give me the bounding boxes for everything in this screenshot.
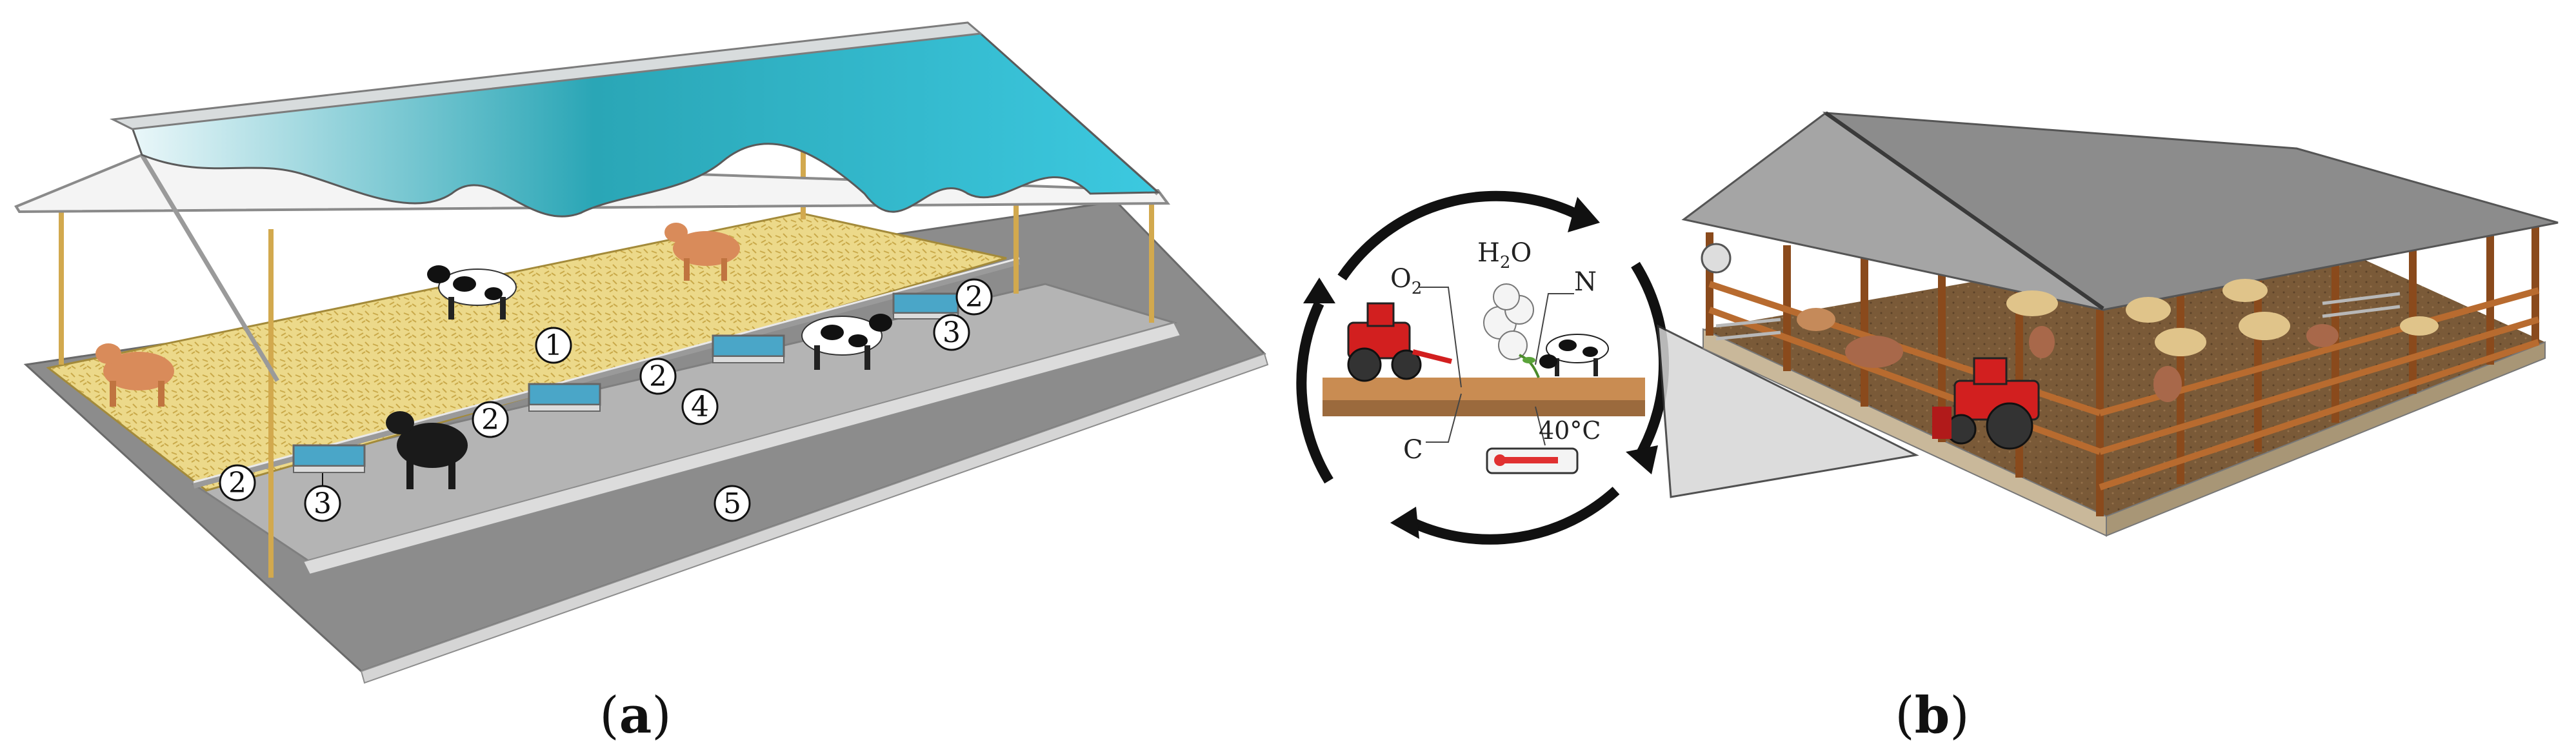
svg-text:2: 2 — [228, 467, 246, 500]
fan-icon — [1701, 243, 1732, 274]
barn-tractor-icon — [1932, 357, 2040, 450]
cycle-arrowhead — [1626, 445, 1658, 474]
cycle-arrow — [1296, 301, 1333, 484]
svg-text:2: 2 — [965, 281, 983, 314]
label-nitrogen: N — [1574, 267, 1597, 297]
cattle-group — [1797, 279, 2439, 402]
roof-brace — [139, 154, 280, 382]
panel-b-barn — [1681, 111, 2559, 537]
plant-icon — [1519, 354, 1540, 378]
svg-text:(b): (b) — [1895, 686, 1969, 745]
barn-roof-ridge — [1824, 111, 2104, 310]
marker-1: 1 — [535, 327, 572, 364]
label-oxygen: O2 — [1390, 264, 1422, 298]
feed-trough — [292, 444, 366, 473]
cow-holstein-front — [801, 314, 892, 370]
marker-2: 2 — [219, 464, 256, 502]
zoom-callout — [1657, 324, 1919, 498]
marker-2: 2 — [472, 401, 509, 438]
alley-curb-front — [302, 321, 1182, 576]
leader-c — [1426, 393, 1462, 443]
barn-foundation-side — [2106, 341, 2546, 537]
label-water: H2O — [1477, 238, 1532, 272]
leader-o2 — [1419, 287, 1462, 388]
cow-brown-back — [664, 223, 740, 281]
svg-text:3: 3 — [314, 487, 332, 520]
svg-text:5: 5 — [723, 487, 741, 520]
barn-gates — [1715, 292, 2401, 341]
svg-text:2: 2 — [481, 403, 499, 436]
grazing-cow-icon — [1539, 334, 1609, 376]
caption-a: (a) — [599, 686, 671, 745]
tractor-icon — [1347, 302, 1452, 382]
svg-text:1: 1 — [544, 329, 563, 362]
svg-text:4: 4 — [691, 390, 709, 423]
marker-3: 3 — [933, 314, 970, 351]
bedding-area — [46, 212, 1007, 492]
marker-5: 5 — [714, 485, 751, 522]
thermometer-icon — [1486, 447, 1579, 474]
cow-holstein-back — [427, 265, 517, 319]
roof-sheet — [130, 25, 1161, 218]
panel-a-illustration: 1 2 3 2 4 2 3 2 — [14, 21, 1269, 684]
cow-brown-left — [95, 343, 174, 407]
marker-4: 4 — [681, 388, 719, 425]
roof-ridge-cap — [109, 21, 983, 130]
marker-2: 2 — [639, 358, 677, 395]
cycle-arrowhead — [1568, 197, 1600, 232]
svg-text:3: 3 — [943, 316, 961, 349]
svg-text:2: 2 — [649, 360, 667, 393]
feed-trough — [712, 334, 785, 363]
feed-trough — [528, 383, 601, 412]
feed-trough — [892, 292, 959, 319]
label-carbon: C — [1403, 435, 1423, 465]
caption-b: (b) — [1895, 686, 1969, 745]
cycle-arrow — [1337, 190, 1577, 281]
cycle-arrow — [1410, 487, 1620, 545]
cycle-arrowhead — [1303, 278, 1335, 303]
panel-b-cycle-inset: O2 H2O N C 40°C — [1296, 190, 1670, 545]
leader-temp — [1535, 406, 1546, 446]
leader-n — [1535, 293, 1574, 365]
cycle-arrowhead — [1390, 507, 1419, 539]
label-temperature: 40°C — [1539, 416, 1601, 445]
soil-subsurface — [1323, 400, 1645, 416]
svg-text:(a): (a) — [599, 686, 671, 745]
marker-2: 2 — [955, 278, 993, 316]
vapor-cloud-icon — [1483, 283, 1534, 360]
marker-3: 3 — [304, 473, 341, 522]
cow-black — [386, 411, 468, 489]
apron-lip — [360, 352, 1269, 684]
